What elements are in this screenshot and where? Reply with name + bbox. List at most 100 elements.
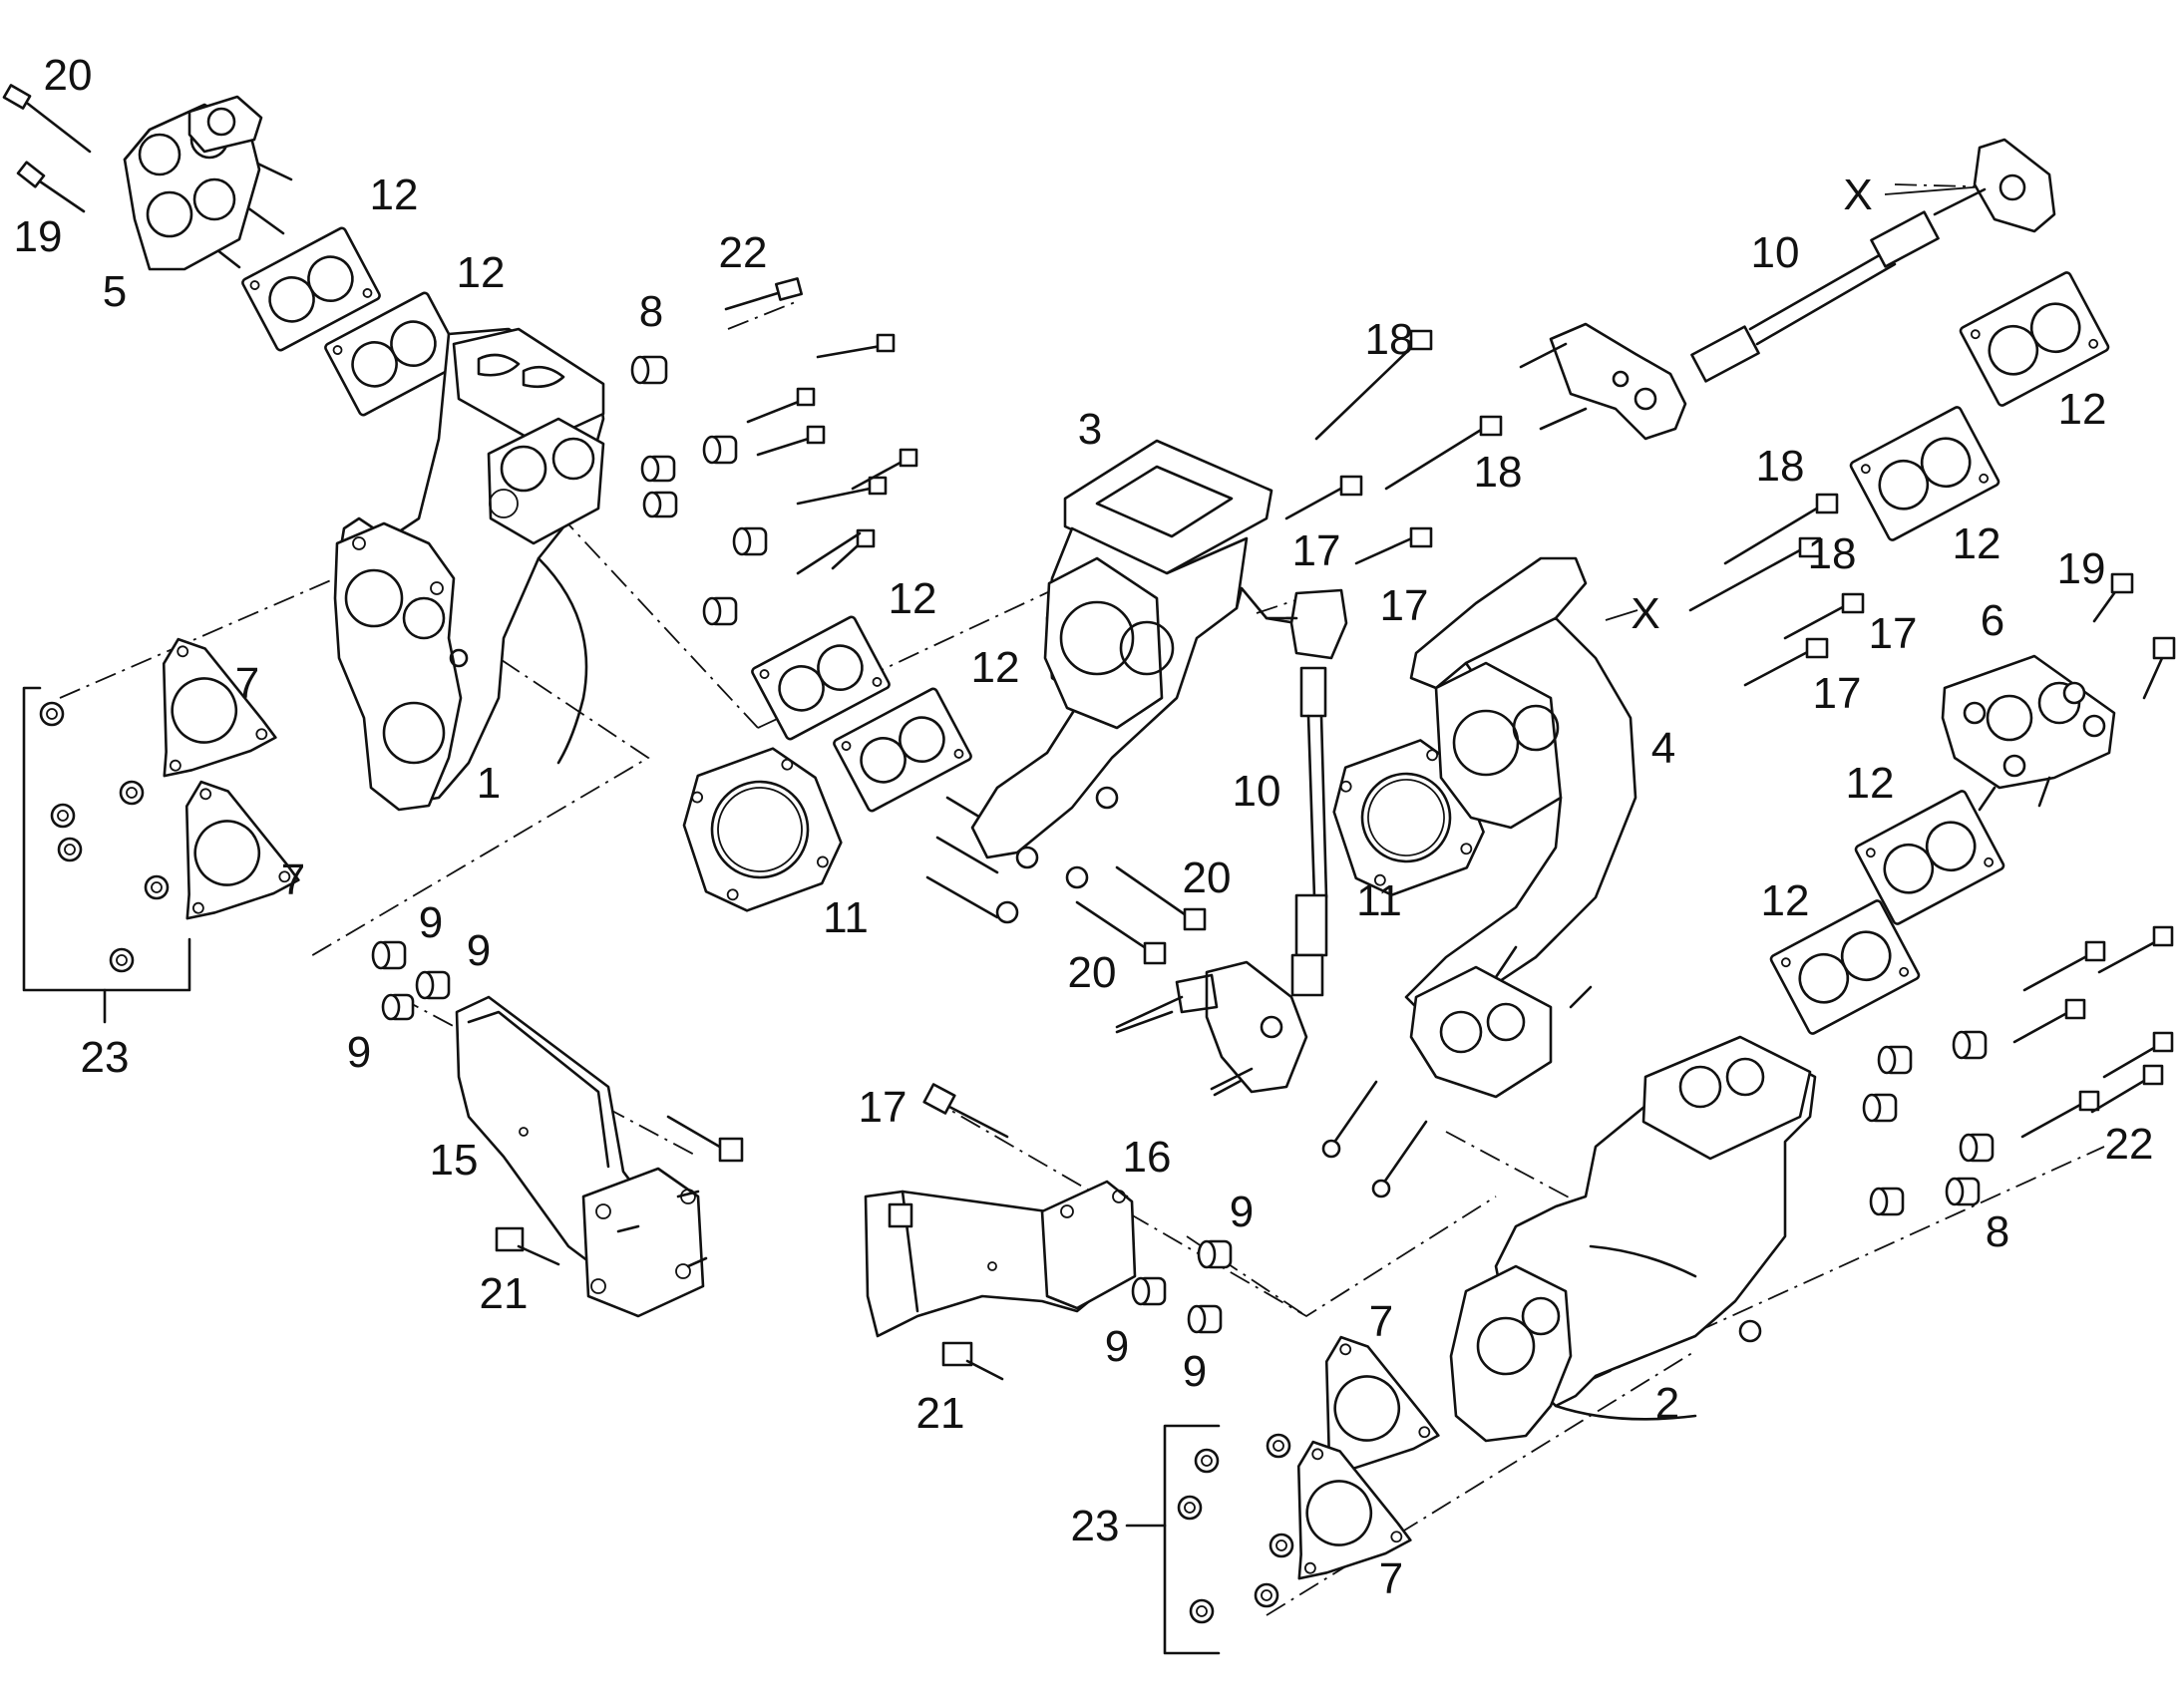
gaskets-12 xyxy=(241,226,2110,1035)
callout-label: 10 xyxy=(1233,767,1281,816)
bolt-18-d xyxy=(1688,536,1822,612)
callout-label: X xyxy=(1843,171,1872,219)
callout-label: 12 xyxy=(457,248,506,297)
callout-label: 10 xyxy=(1751,228,1800,277)
bolt-17-c xyxy=(1783,592,1865,640)
rod-10-middle xyxy=(1115,588,1348,1094)
callout-label: 12 xyxy=(971,643,1020,692)
callout-label: 4 xyxy=(1651,724,1675,773)
bolt-18-b xyxy=(1384,415,1503,491)
callout-label: 18 xyxy=(1756,442,1805,491)
bolt-19-right xyxy=(2092,572,2134,623)
gasket-11-left xyxy=(682,747,843,912)
callout-label: 23 xyxy=(81,1033,130,1082)
spacer-8-top xyxy=(630,355,668,385)
callout-label: 9 xyxy=(347,1028,371,1077)
manifold-2 xyxy=(1449,1035,1817,1443)
callout-label: 2 xyxy=(1655,1379,1679,1428)
bracket-15 xyxy=(455,995,708,1318)
callout-label: 22 xyxy=(719,228,768,277)
gasket-12-d xyxy=(833,687,972,813)
callout-label: 11 xyxy=(823,893,869,942)
gasket-7-c xyxy=(1324,1335,1440,1476)
bolt-22-top xyxy=(724,277,803,311)
callout-label: 6 xyxy=(1981,596,2004,645)
callout-label: 17 xyxy=(1380,581,1429,630)
gasket-7-d xyxy=(1296,1440,1412,1580)
gasket-12-c xyxy=(751,615,891,741)
gasket-12-f xyxy=(1849,406,2000,541)
callout-label: 9 xyxy=(1105,1322,1129,1371)
bolt-20-top-left xyxy=(2,84,92,154)
callout-label: 1 xyxy=(477,759,501,808)
callout-label: 19 xyxy=(2057,544,2106,593)
bolt-right-edge xyxy=(2142,636,2176,700)
gasket-12-g xyxy=(1854,790,2005,925)
callout-label: 17 xyxy=(1292,526,1341,575)
callout-label: 7 xyxy=(281,855,305,904)
bolt-21-bottom xyxy=(941,1341,1004,1381)
callout-label: 12 xyxy=(1846,759,1895,808)
bolt-17-d xyxy=(1743,637,1829,687)
callout-label: 17 xyxy=(1813,669,1862,718)
callout-label: 8 xyxy=(1986,1207,2009,1256)
bolt-20-mid-b xyxy=(1075,900,1167,965)
bolts-and-studs xyxy=(2,84,2176,1381)
bolt-15-long xyxy=(666,1115,744,1163)
bolt-20-mid-a xyxy=(1115,865,1207,931)
callout-label: 9 xyxy=(419,898,443,947)
manifold-1 xyxy=(333,327,605,812)
gasket-7-a xyxy=(162,637,277,778)
callout-label: 11 xyxy=(1356,876,1402,925)
callout-label: 20 xyxy=(1068,948,1117,997)
callout-label: 7 xyxy=(1379,1554,1403,1603)
callout-label: 3 xyxy=(1078,405,1102,454)
callout-label: 23 xyxy=(1071,1502,1120,1550)
callout-label: 17 xyxy=(1869,609,1918,658)
gasket-12-a xyxy=(241,226,381,352)
bolt-19-top-left xyxy=(16,161,86,213)
flange-5 xyxy=(123,95,263,271)
callout-label: 17 xyxy=(859,1083,908,1132)
nut-kit-23-left xyxy=(22,686,191,1024)
bolt-17-a xyxy=(1284,475,1363,520)
callout-label: 18 xyxy=(1474,448,1523,497)
bracket-16 xyxy=(864,1180,1137,1338)
callout-label: 22 xyxy=(2105,1120,2154,1169)
callout-label: 7 xyxy=(235,659,259,708)
callout-label: 9 xyxy=(467,926,491,975)
gasket-12-e xyxy=(1959,271,2110,407)
callout-label: 12 xyxy=(889,574,937,623)
manifold-4 xyxy=(1404,556,1637,1099)
callout-label: 21 xyxy=(480,1269,529,1318)
callout-label: 15 xyxy=(430,1136,479,1185)
callout-label: 16 xyxy=(1123,1133,1172,1182)
rod-10-top-right xyxy=(1519,138,2056,441)
callout-label: X xyxy=(1631,589,1659,638)
callout-label: 8 xyxy=(639,287,663,336)
gasket-12-h xyxy=(1769,899,1921,1035)
callout-label: 20 xyxy=(44,51,93,100)
bolt-18-a xyxy=(1314,329,1433,441)
gaskets-7 xyxy=(162,637,1440,1580)
callout-label: 18 xyxy=(1808,529,1857,578)
bolt-17-b xyxy=(1354,526,1433,565)
callout-label: 12 xyxy=(1953,519,2001,568)
callout-label: 19 xyxy=(14,212,63,261)
callout-label: 5 xyxy=(103,267,127,316)
callout-label: 7 xyxy=(1369,1297,1393,1346)
callout-label: 21 xyxy=(916,1389,965,1438)
callout-label: 12 xyxy=(1761,876,1810,925)
bolt-18-c xyxy=(1723,493,1839,565)
bolt-21-left xyxy=(495,1226,560,1266)
callout-label: 12 xyxy=(370,171,419,219)
manifold-3 xyxy=(970,439,1308,924)
callout-label: 18 xyxy=(1365,315,1414,364)
callout-label: 9 xyxy=(1183,1347,1207,1396)
nut-kit-23-bottom xyxy=(1125,1424,1294,1655)
gasket-12-b xyxy=(324,291,464,417)
callout-label: 12 xyxy=(2058,385,2107,434)
